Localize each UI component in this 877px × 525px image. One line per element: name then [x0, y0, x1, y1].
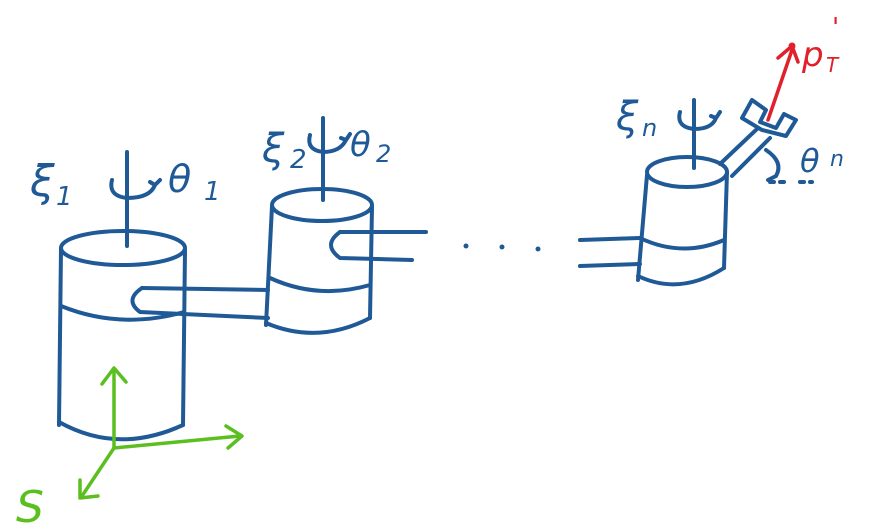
frame-s-label: S — [16, 482, 44, 525]
theta-n-label: θ — [800, 142, 820, 180]
link-incoming-n — [578, 236, 642, 268]
spatial-frame-axes — [78, 366, 244, 500]
point-p-arrow — [766, 42, 800, 122]
joint-2-cylinder — [264, 187, 374, 335]
xi-n-label: ξ — [615, 94, 639, 140]
theta-1-label: θ — [168, 157, 191, 201]
point-p-subscript: T — [826, 53, 840, 77]
ellipsis-dots — [463, 243, 541, 252]
xi-1-label: ξ — [29, 156, 55, 207]
theta-2-label: θ — [350, 125, 371, 165]
joint-2-axis — [307, 116, 352, 202]
point-p-prime: ' — [832, 13, 839, 43]
end-effector-gripper — [718, 98, 798, 178]
joint-n-angle-arc — [764, 148, 814, 184]
xi-1-subscript: 1 — [56, 182, 73, 212]
theta-1-subscript: 1 — [204, 177, 221, 207]
theta-2-subscript: 2 — [376, 140, 391, 168]
joint-n-cylinder — [636, 155, 729, 287]
xi-2-subscript: 2 — [290, 145, 307, 175]
xi-n-subscript: n — [642, 114, 657, 142]
point-p-label: p — [801, 35, 824, 75]
link-2-outgoing — [329, 230, 428, 262]
theta-n-subscript: n — [830, 147, 844, 172]
joint-n-axis — [677, 98, 722, 170]
xi-2-label: ξ — [261, 126, 285, 172]
joint-1-cylinder — [57, 229, 187, 442]
joint-1-axis — [109, 150, 162, 248]
link-1-to-2 — [130, 286, 270, 320]
